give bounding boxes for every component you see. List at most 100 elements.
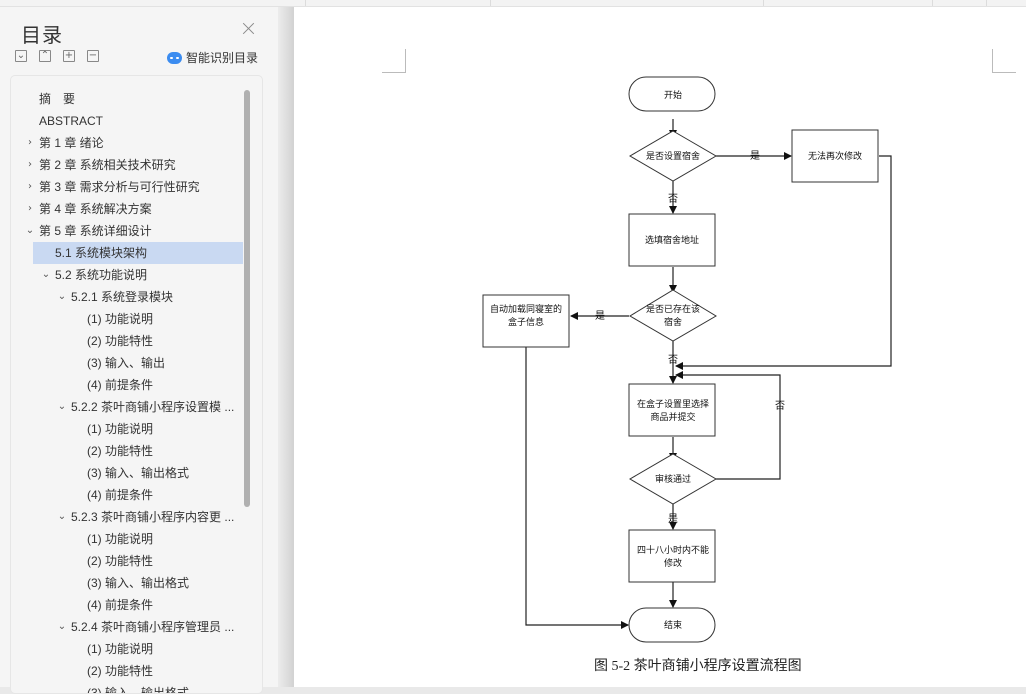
toc-item[interactable]: (1) 功能说明 [11,528,246,550]
arrow-autoload-to-end [525,341,629,629]
toc-item-label: 第 5 章 系统详细设计 [39,224,152,238]
toc-item-label: 第 3 章 需求分析与可行性研究 [39,180,200,194]
cannot-modify-node [791,129,879,183]
toc-item[interactable]: ›第 4 章 系统解决方案 [11,198,246,220]
select-goods-label-line1: 在盒子设置里选择 [637,398,709,410]
flowchart: 开始 是否设置宿舍 是 无法再次修改 否 选填宿舍地址 是否已存在该 宿舍 是 … [482,76,892,643]
top-toolbar-strip [0,0,1026,7]
toc-item-label: 5.2.4 茶叶商铺小程序管理员 ... [71,620,235,634]
chevron-right-icon[interactable]: › [28,203,32,214]
toc-item[interactable]: ⌄ 5.2.3 茶叶商铺小程序内容更 ... [11,506,246,528]
toc-item[interactable]: (3) 输入、输出 [11,352,246,374]
toc-item-label: 第 2 章 系统相关技术研究 [39,158,176,172]
expand-all-button[interactable]: ⌄ [15,50,27,62]
toc-item[interactable]: ⌄ 第 5 章 系统详细设计 [11,220,246,242]
ruler-tick [305,0,306,6]
toc-item-label: (3) 输入、输出格式 [87,466,190,480]
toc-item-label: (4) 前提条件 [87,598,154,612]
toc-item-label: 5.2.2 茶叶商铺小程序设置模 ... [71,400,235,414]
select-goods-node [628,383,716,437]
toc-item[interactable]: 摘 要 [11,88,246,110]
decision1-label: 是否设置宿舍 [646,150,700,162]
toc-item-label: (2) 功能特性 [87,444,154,458]
decision2-no-label: 否 [668,354,678,366]
toc-item[interactable]: (1) 功能说明 [11,418,246,440]
toc-item[interactable]: (1) 功能说明 [11,308,246,330]
chevron-down-icon[interactable]: ⌄ [57,291,67,302]
ruler-tick [932,0,933,6]
toc-item-label: (1) 功能说明 [87,312,154,326]
toc-item[interactable]: (4) 前提条件 [11,484,246,506]
chevron-down-icon[interactable]: ⌄ [57,621,67,632]
toc-item[interactable]: › 第 3 章 需求分析与可行性研究 [11,176,246,198]
toc-item-label: 5.2 系统功能说明 [55,268,148,282]
lock-label-line1: 四十八小时内不能 [637,544,709,556]
toc-item[interactable]: ⌄ 5.2.1 系统登录模块 [11,286,246,308]
autoload-label-line1: 自动加载同寝室的 [490,303,562,315]
decision2-label-line1: 是否已存在该 [646,303,700,315]
toc-item[interactable]: › 第 2 章 系统相关技术研究 [11,154,246,176]
toc-item[interactable]: (4) 前提条件 [11,594,246,616]
toc-item-label: (3) 输入、输出格式 [87,686,190,694]
document-page: 开始 是否设置宿舍 是 无法再次修改 否 选填宿舍地址 是否已存在该 宿舍 是 … [294,7,1026,687]
arrow-decision3-no-loop [675,371,781,480]
autoload-node [482,294,570,348]
cannot-modify-label: 无法再次修改 [808,150,862,162]
end-label: 结束 [664,619,682,631]
toc-item[interactable]: ⌄ 5.2.2 茶叶商铺小程序设置模 ... [11,396,246,418]
toc-item[interactable]: (4) 前提条件 [11,374,246,396]
start-label: 开始 [664,89,682,101]
toc-item[interactable]: (2) 功能特性 [11,660,246,682]
chevron-right-icon[interactable]: › [28,159,32,170]
lock-label-line2: 修改 [664,557,682,569]
toc-item[interactable]: 5.1 系统模块架构 [33,242,243,264]
chevron-down-icon[interactable]: ⌄ [41,269,51,280]
toc-item[interactable]: ⌄ 5.2.4 茶叶商铺小程序管理员 ... [11,616,246,638]
autoload-label-line2: 盒子信息 [508,316,544,328]
toc-item[interactable]: › 第 1 章 绪论 [11,132,246,154]
toc-item-label: 5.2.3 茶叶商铺小程序内容更 ... [71,510,235,524]
toc-item[interactable]: (3) 输入、输出格式 [11,572,246,594]
toc-item[interactable]: ⌄ 5.2 系统功能说明 [11,264,246,286]
arrow-cannot-modify-merge [675,155,892,370]
ruler-tick [490,0,491,6]
toc-item[interactable]: (2) 功能特性 [11,550,246,572]
toc-item[interactable]: (1) 功能说明 [11,638,246,660]
toc-item-label: 摘 要 [39,92,76,106]
toc-item[interactable]: (3) 输入、输出格式 [11,682,246,694]
toc-item-label: (2) 功能特性 [87,664,154,678]
chevron-down-icon[interactable]: ⌄ [57,511,67,522]
collapse-level-button[interactable]: − [87,50,99,62]
collapse-all-button[interactable]: ⌃ [39,50,51,62]
chevron-down-icon[interactable]: ⌄ [57,401,67,412]
toc-item-label: 第 1 章 绪论 [39,136,104,150]
toc-scrollbar[interactable] [244,90,250,507]
fill-address-label: 选填宿舍地址 [645,234,699,246]
toc-item-label: (2) 功能特性 [87,554,154,568]
decision3-no-label: 否 [775,400,785,412]
chevron-right-icon[interactable]: › [28,137,32,148]
figure-caption: 图 5-2 茶叶商铺小程序设置流程图 [594,659,802,674]
margin-corner-top-left [382,49,406,73]
toc-item-label: (1) 功能说明 [87,532,154,546]
sidebar-divider[interactable] [278,7,294,687]
ai-icon [167,51,182,64]
decision2-node [629,289,717,342]
toc-item-label: 5.2.1 系统登录模块 [71,290,174,304]
smart-toc-label: 智能识别目录 [186,51,259,65]
toc-item[interactable]: ABSTRACT [11,110,246,132]
expand-level-button[interactable]: + [63,50,75,62]
decision3-node [629,453,717,505]
toc-item[interactable]: (2) 功能特性 [11,330,246,352]
toc-item-label: (2) 功能特性 [87,334,154,348]
smart-toc-button[interactable]: 智能识别目录 [167,49,258,66]
close-icon[interactable] [241,21,257,37]
sidebar-title: 目录 [21,25,63,47]
chevron-right-icon[interactable]: › [28,181,32,192]
toc-item-label: (4) 前提条件 [87,488,154,502]
chevron-down-icon[interactable]: ⌄ [25,225,35,236]
toc-item[interactable]: (3) 输入、输出格式 [11,462,246,484]
toc-item-label: (1) 功能说明 [87,422,154,436]
toc-item[interactable]: (2) 功能特性 [11,440,246,462]
